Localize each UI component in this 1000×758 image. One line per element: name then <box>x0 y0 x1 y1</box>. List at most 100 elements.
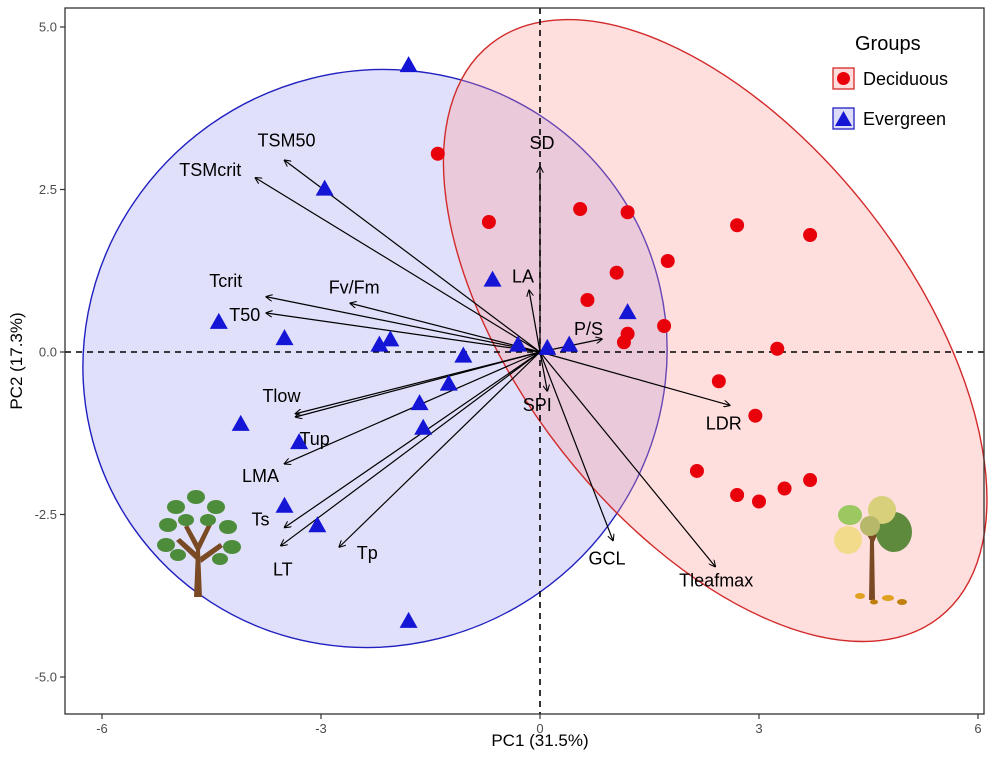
x-tick-label: -3 <box>315 721 327 736</box>
loading-arrow-tp <box>339 351 541 547</box>
point-evergreen <box>308 516 327 533</box>
x-tick-label: 0 <box>536 721 543 736</box>
loading-arrow-ldr <box>539 351 730 405</box>
point-deciduous <box>752 494 766 509</box>
point-evergreen <box>231 414 250 431</box>
point-evergreen <box>290 433 309 450</box>
plot-border <box>64 7 985 715</box>
loading-label-la: LA <box>512 266 534 286</box>
legend-label-evergreen: Evergreen <box>863 109 946 129</box>
loading-arrow-gcl <box>539 351 613 541</box>
loading-label-gcl: GCL <box>588 549 625 569</box>
loading-arrow-fv-fm <box>350 303 541 353</box>
axes <box>64 7 985 715</box>
loading-arrow-t50 <box>266 313 541 353</box>
legend-title: Groups <box>855 33 921 55</box>
loading-label-tup: Tup <box>299 429 329 449</box>
loading-label-p-s: P/S <box>574 319 603 339</box>
loading-arrow-tup <box>295 351 541 417</box>
point-evergreen <box>381 330 400 347</box>
y-tick-label: 5.0 <box>39 20 57 35</box>
loading-arrow-tcrit <box>266 297 541 353</box>
point-evergreen <box>275 496 294 513</box>
x-tick-label: -6 <box>96 721 108 736</box>
y-tick-label: 2.5 <box>39 182 57 197</box>
x-tick-label: 6 <box>974 721 981 736</box>
loading-label-tleafmax: Tleafmax <box>679 571 753 591</box>
point-deciduous <box>689 463 704 478</box>
icon-layer <box>157 490 912 605</box>
point-evergreen <box>399 56 418 73</box>
loading-label-spi: SPI <box>523 395 552 415</box>
x-axis-title: PC1 (31.5%) <box>491 731 588 750</box>
green-tree-icon <box>157 490 241 597</box>
point-deciduous <box>730 218 745 233</box>
loading-label-tcrit: Tcrit <box>209 271 242 291</box>
point-evergreen <box>370 335 389 352</box>
point-deciduous <box>430 146 445 161</box>
loading-label-ts: Ts <box>252 510 270 530</box>
point-deciduous <box>657 319 672 333</box>
point-evergreen <box>209 312 228 329</box>
loading-label-tp: Tp <box>357 543 378 563</box>
point-deciduous <box>481 215 496 229</box>
data-points <box>209 56 818 628</box>
loading-label-tlow: Tlow <box>262 386 301 406</box>
loading-label-ldr: LDR <box>706 413 742 433</box>
point-evergreen <box>454 346 473 363</box>
loading-arrows: TSM50TSMcritSDLATcritT50Fv/FmP/STlowTupL… <box>179 130 753 590</box>
loading-arrow-ts <box>285 351 541 528</box>
loading-arrow-spi <box>539 351 547 391</box>
autumn-tree-icon <box>834 496 912 605</box>
tick-layer: -6 -3 0 3 6 -5.0 -2.5 0.0 2.5 5.0 <box>35 20 982 737</box>
point-evergreen <box>399 611 418 628</box>
reference-lines <box>65 8 984 714</box>
loading-label-lma: LMA <box>242 466 279 486</box>
loading-label-sd: SD <box>529 133 554 153</box>
point-deciduous <box>620 205 635 220</box>
point-evergreen <box>560 335 579 352</box>
point-deciduous <box>616 335 631 350</box>
point-deciduous <box>748 408 763 423</box>
point-deciduous <box>580 293 595 307</box>
loading-arrow-tsmcrit <box>255 178 541 353</box>
point-evergreen <box>414 418 433 435</box>
point-evergreen <box>315 179 334 196</box>
point-evergreen <box>275 329 294 346</box>
point-deciduous <box>803 228 818 242</box>
y-axis-title: PC2 (17.3%) <box>7 312 26 409</box>
confidence-ellipse-deciduous <box>442 18 988 643</box>
point-deciduous <box>730 488 745 502</box>
x-tick-label: 3 <box>755 721 762 736</box>
point-evergreen <box>410 394 429 411</box>
legend: Groups Deciduous Evergreen <box>832 33 948 130</box>
y-tick-label: 0.0 <box>39 345 57 360</box>
point-deciduous <box>770 341 785 356</box>
point-deciduous <box>711 374 726 389</box>
loading-label-lt: LT <box>273 560 293 580</box>
legend-marker-deciduous <box>837 72 850 85</box>
point-deciduous <box>573 202 588 216</box>
legend-marker-evergreen <box>835 111 852 126</box>
loading-label-tsmcrit: TSMcrit <box>179 160 241 180</box>
loading-arrow-lt <box>281 351 541 546</box>
point-evergreen <box>483 270 502 287</box>
loading-label-fv-fm: Fv/Fm <box>329 277 380 297</box>
loading-arrow-tleafmax <box>539 351 715 567</box>
loading-label-tsm50: TSM50 <box>257 130 315 150</box>
point-evergreen <box>509 335 528 352</box>
y-tick-label: -5.0 <box>35 670 57 685</box>
point-evergreen <box>439 374 458 391</box>
y-tick-label: -2.5 <box>35 507 57 522</box>
point-deciduous <box>609 265 624 280</box>
confidence-ellipse-evergreen <box>82 68 668 649</box>
loading-arrow-la <box>529 290 541 353</box>
loading-label-t50: T50 <box>229 305 260 325</box>
point-evergreen <box>618 303 637 320</box>
legend-label-deciduous: Deciduous <box>863 69 948 89</box>
point-deciduous <box>777 481 792 496</box>
point-evergreen <box>538 338 557 355</box>
point-deciduous <box>803 473 818 488</box>
